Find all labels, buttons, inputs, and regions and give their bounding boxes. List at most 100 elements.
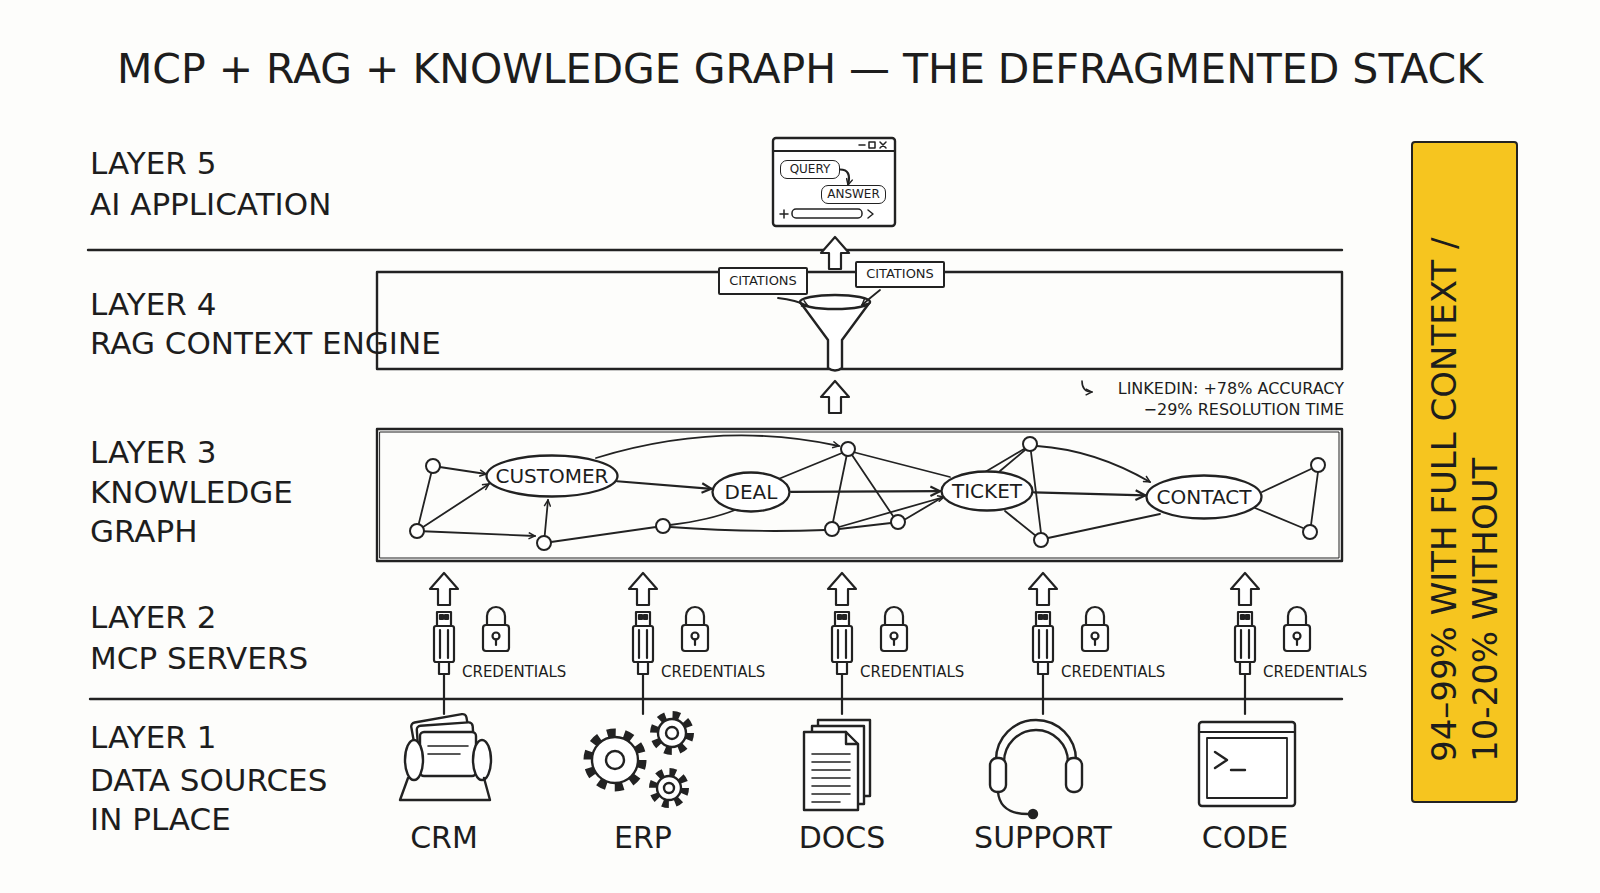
terminal-screen <box>1207 738 1287 798</box>
usb-plug <box>633 612 653 714</box>
graph-link <box>670 527 825 531</box>
headset-cup <box>1066 758 1082 792</box>
graph-link <box>417 531 535 536</box>
layer-name: MCP SERVERS <box>90 639 308 678</box>
headset-mic-arm <box>998 792 1028 814</box>
up-arrow <box>1029 573 1057 605</box>
graph-link <box>848 449 893 516</box>
sketch-group <box>88 138 1342 818</box>
diagram-title: MCP + RAG + KNOWLEDGE GRAPH — THE DEFRAG… <box>20 44 1580 95</box>
citation-tag: CITATIONS <box>718 267 808 295</box>
gear <box>658 719 686 747</box>
gear-teeth <box>588 733 642 787</box>
graph-link <box>1255 508 1303 528</box>
terminal-cursor <box>1231 769 1245 771</box>
layer-name: AI APPLICATION <box>90 185 331 224</box>
graph-dot <box>1034 533 1048 547</box>
doc-page <box>804 732 858 810</box>
headset-band <box>996 720 1076 770</box>
credential-label: CREDENTIALS <box>1061 663 1165 682</box>
rolodex-card-lines <box>428 746 468 754</box>
window-control <box>859 144 865 146</box>
usb-plug <box>1033 612 1053 714</box>
usb-plug <box>832 612 852 714</box>
context-funnel <box>800 295 870 309</box>
crm-rolodex-icon <box>400 713 491 800</box>
entity-node: TICKET <box>940 470 1034 512</box>
graph-dot <box>426 459 440 473</box>
citation-flow <box>862 290 880 305</box>
headset-cup <box>990 758 1006 792</box>
connector-arrow <box>840 170 849 186</box>
source-label: ERP <box>533 819 753 857</box>
credential-label: CREDENTIALS <box>1263 663 1367 682</box>
graph-link <box>1000 450 1025 471</box>
headset-band <box>1004 730 1068 774</box>
stat-note: −29% RESOLUTION TIME <box>1044 400 1344 420</box>
up-arrow <box>821 381 849 413</box>
input-field <box>792 209 862 218</box>
entity-outline-shape <box>1147 476 1262 519</box>
credential-label: CREDENTIALS <box>661 663 765 682</box>
stat-band: 94–99% WITH FULL CONTEXT / 10-20% WITHOU… <box>1411 141 1518 803</box>
node-text: QUERY <box>790 163 831 177</box>
app-window <box>773 138 895 226</box>
rolodex-base <box>400 778 490 800</box>
gear <box>657 776 681 800</box>
node-text: ANSWER <box>827 188 880 202</box>
up-arrow <box>828 573 856 605</box>
node-text: CONTACT <box>1157 486 1252 509</box>
erp-gears-icon <box>588 715 690 804</box>
rolodex-roller <box>405 740 423 780</box>
docs-icon <box>804 720 870 810</box>
usb-plug <box>1235 612 1255 714</box>
graph-link <box>1262 469 1311 492</box>
terminal-frame <box>1199 722 1295 806</box>
terminal-prompt <box>1215 752 1227 768</box>
graph-dots <box>410 437 1325 550</box>
doc-lines <box>812 754 850 802</box>
source-label: DOCS <box>732 819 952 857</box>
node-text: DEAL <box>725 481 778 504</box>
layer-name: KNOWLEDGE GRAPH <box>90 473 320 551</box>
send-arrow <box>868 210 873 218</box>
graph-link <box>670 510 735 525</box>
gear-teeth <box>653 772 685 804</box>
graph-link <box>544 527 656 543</box>
usb-plug <box>434 612 454 714</box>
graph-dot <box>1023 437 1037 451</box>
gear-hole <box>666 727 678 739</box>
graph-dot <box>410 524 424 538</box>
entity-node: DEAL <box>711 471 791 513</box>
node-text: TICKET <box>952 480 1022 503</box>
padlock <box>1284 607 1310 651</box>
padlock <box>682 607 708 651</box>
layer-divider <box>90 698 1342 700</box>
context-funnel <box>800 302 870 371</box>
connector-arrow <box>617 481 711 489</box>
layer-name: DATA SOURCES IN PLACE <box>90 761 352 839</box>
layer-number: LAYER 4 <box>90 285 216 324</box>
entity-outline-shape <box>487 456 618 497</box>
graph-link <box>833 449 848 522</box>
up-arrow <box>430 573 458 605</box>
layer-number: LAYER 3 <box>90 433 216 472</box>
layer-name: RAG CONTEXT ENGINE <box>90 324 441 363</box>
node-text: CUSTOMER <box>495 465 608 488</box>
graph-dot <box>1303 525 1317 539</box>
entity-outline-shape <box>942 472 1033 511</box>
up-arrow <box>821 237 849 269</box>
node-text: CITATIONS <box>866 267 934 282</box>
entity-outline-shape <box>713 473 790 512</box>
note-pointer <box>1082 381 1092 392</box>
graph-dot <box>537 536 551 550</box>
window-control <box>869 142 875 148</box>
input-plus <box>780 210 788 218</box>
padlock <box>1082 607 1108 651</box>
doc-fold <box>846 732 858 744</box>
graph-link <box>433 466 486 474</box>
source-label: CRM <box>334 819 554 857</box>
graph-dot <box>891 515 905 529</box>
code-terminal-icon <box>1199 722 1295 806</box>
credential-label: CREDENTIALS <box>462 663 566 682</box>
